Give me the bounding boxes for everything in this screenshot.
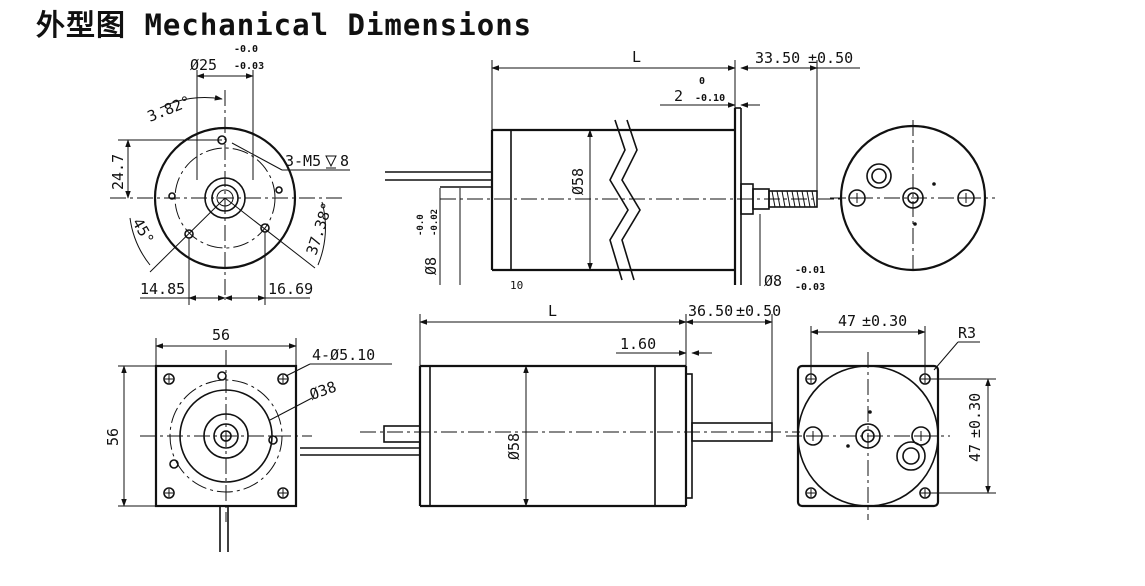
pilot-dia-label: Ø8 [422,257,440,275]
length-label: L [548,302,557,320]
upper-rear-view [830,120,995,275]
corner-hole-br [277,487,289,499]
angle-arc [317,201,326,266]
hole-spacing-v-label: 47 [966,444,984,462]
leader [269,397,313,421]
upper-side-view: L 33.50 ±0.50 2 0 -0.10 Ø58 Ø8 -0.0 -0.0… [385,48,860,293]
leader [933,341,959,371]
connector-inner [871,168,887,184]
upper-front-view: Ø25 -0.0 -0.03 3.82° 24.7 3-M5 8 45° 37.… [109,44,350,305]
leader-45 [149,197,226,273]
tolerance-upper: -0.0 [234,44,258,55]
corner-hole-tr [277,373,289,385]
cut-label: 10 [510,279,523,292]
bolt-circle-label: Ø38 [307,378,339,404]
body-dia-label: Ø58 [569,168,587,195]
offset-v-label: 24.7 [109,154,127,190]
hole-spacing-tol: ±0.30 [862,312,907,330]
hole-crosses [807,375,929,497]
leader [231,142,283,171]
shaft-length-label: 33.50 [755,49,800,67]
tolerance-upper: -0.01 [795,265,825,276]
shaft-length-tol: ±0.50 [736,302,781,320]
thread-depth-label: 8 [340,152,349,170]
shaft-dia-label: Ø8 [764,272,782,290]
lower-side-view: L 36.50 ±0.50 1.60 Ø58 [300,302,800,508]
lower-left-hole [169,459,179,469]
thread-label: 3-M5 [285,152,321,170]
flange-label: 1.60 [620,335,656,353]
tolerance-upper: 0 [699,76,705,87]
angle-arc [159,94,223,109]
leader [285,363,311,377]
hole-spacing-label: 47 [838,312,856,330]
break-line [621,119,641,281]
leader-37 [224,197,316,269]
shaft-dia-label: Ø25 [190,56,217,74]
top-hole [217,371,227,381]
depth-icon [325,155,337,169]
body-dia-label: Ø58 [505,433,523,460]
hole-spacing-v-tol: ±0.30 [966,393,984,438]
corner-hole-bl [163,487,175,499]
lower-rear-view: 47 ±0.30 R3 47 ±0.30 [786,312,996,520]
angle-top-label: 3.82° [145,92,194,126]
break-line [609,119,629,281]
height-label: 56 [104,428,122,446]
marker-dot [868,410,872,414]
right-hole [268,435,278,445]
pilot-length-label: 2 [674,87,683,105]
connector-inner [902,447,920,465]
corner-radius-label: R3 [958,324,976,342]
span-left-label: 14.85 [140,280,185,298]
angle-left-label: 45° [129,215,158,247]
width-label: 56 [212,326,230,344]
angle-right-label: 37.38° [303,200,337,257]
shaft-length-label: 36.50 [688,302,733,320]
marker-dot [846,444,850,448]
connector [896,441,926,471]
hole-small-left [168,192,176,200]
rear-shaft [383,425,421,443]
marker-dot [913,222,917,226]
page-title: 外型图 Mechanical Dimensions [36,8,533,42]
tolerance-upper: -0.0 [416,214,426,236]
length-label: L [632,48,641,66]
connector [866,163,892,189]
angle-arc [129,217,151,266]
corner-hole-bl [805,487,817,499]
marker-dot [932,182,936,186]
tolerance-lower: -0.10 [695,93,725,104]
span-right-label: 16.69 [268,280,313,298]
hole-small-right [275,186,283,194]
corner-hole-tl [163,373,175,385]
hole-crosses [165,375,287,497]
holes-label: 4-Ø5.10 [312,346,375,364]
shaft-length-tol: ±0.50 [808,49,853,67]
tolerance-lower: -0.03 [234,61,264,72]
tolerance-lower: -0.03 [795,282,825,293]
lower-front-view: 56 56 4-Ø5.10 Ø38 [104,326,392,552]
tolerance-lower: -0.02 [430,209,440,236]
